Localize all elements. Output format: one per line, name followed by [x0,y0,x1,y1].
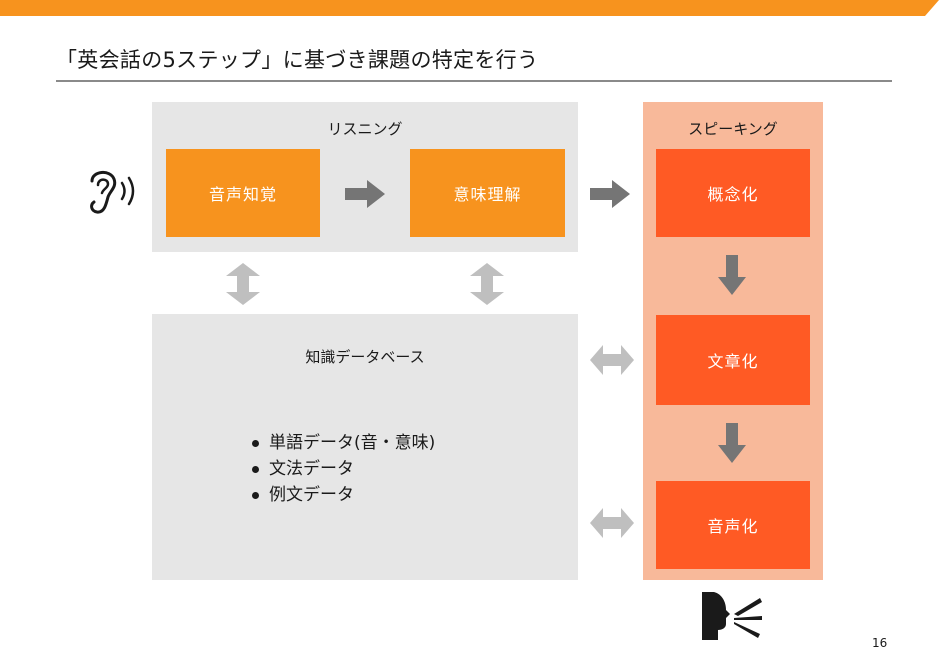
double-arrow-horizontal-icon [590,508,634,538]
knowledge-base-label: 知識データベース [305,348,425,366]
slide-title: 「英会話の5ステップ」に基づき課題の特定を行う [56,48,539,72]
double-arrow-vertical-icon [226,263,260,305]
knowledge-base-panel [152,314,578,580]
step-conceptualization: 概念化 [656,149,810,237]
arrow-right-icon [345,180,385,208]
step-sound-perception: 音声知覚 [166,149,320,237]
bullet-icon [252,491,259,499]
list-item: 文法データ [252,456,435,482]
speaking-person-icon [702,592,762,640]
title-divider [56,80,892,82]
arrow-down-icon [718,255,746,295]
speaking-label: スピーキング [688,120,778,138]
page-number: 16 [872,636,888,650]
double-arrow-vertical-icon [470,263,504,305]
step-articulation: 音声化 [656,481,810,569]
list-item: 単語データ(音・意味) [252,430,435,456]
arrow-down-icon [718,423,746,463]
bullet-icon [252,465,259,473]
bullet-icon [252,439,259,447]
arrow-right-icon [590,180,630,208]
ear-icon [90,171,135,214]
step-meaning-comprehension: 意味理解 [410,149,565,237]
double-arrow-horizontal-icon [590,345,634,375]
listening-label: リスニング [327,120,403,138]
list-item: 例文データ [252,482,435,508]
step-formulation: 文章化 [656,315,810,405]
header-band [0,0,939,16]
knowledge-base-list: 単語データ(音・意味) 文法データ 例文データ [252,430,435,508]
